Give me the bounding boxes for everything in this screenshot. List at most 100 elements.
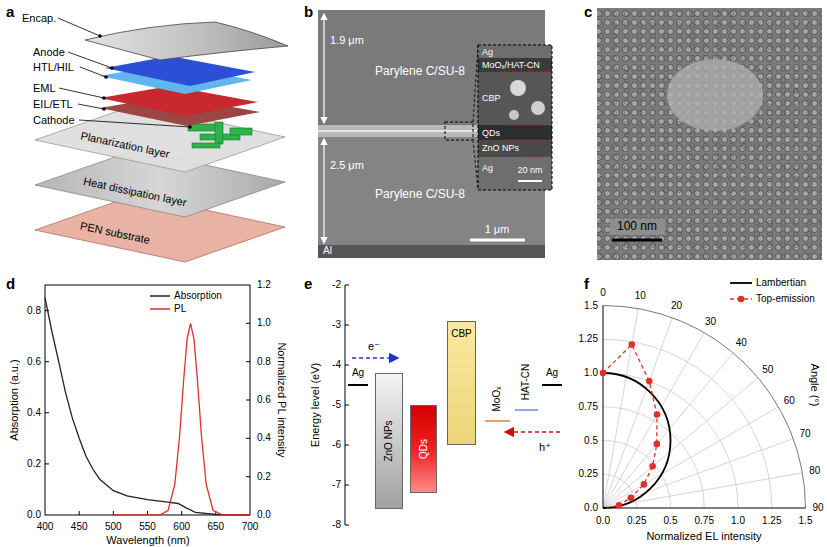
layer-stack: [35, 18, 288, 262]
circle-shape: [509, 110, 519, 120]
leader-lines: [58, 18, 190, 127]
scale-bar: [518, 180, 542, 182]
circle-shape: [641, 481, 648, 488]
level-label: MoOₓ: [491, 387, 503, 412]
rect-shape: [230, 128, 252, 135]
dimension-label: 2.5 μm: [330, 159, 364, 172]
circle-shape: [104, 75, 108, 79]
inset-layer-label: Ag: [482, 163, 493, 173]
node-text: CBP: [451, 328, 472, 340]
tick-label: 0.25: [579, 469, 598, 481]
circle-shape: [102, 96, 106, 100]
legend-dot-sample: [738, 296, 745, 303]
tick-label: 400: [37, 521, 54, 533]
node-text: QDs: [418, 439, 430, 459]
tick-label: -7: [332, 479, 341, 491]
circle-shape: [628, 495, 635, 502]
energy-level-box: QDs: [410, 405, 437, 493]
line-shape: [500, 72, 552, 73]
circle-shape: [110, 66, 114, 70]
dimension-arrow: [323, 14, 324, 123]
tick-label: 600: [173, 521, 190, 533]
line-shape: [345, 525, 349, 526]
spectrum-chart: [45, 285, 250, 515]
line-shape: [181, 511, 182, 515]
legend-text: Absorption: [174, 290, 222, 302]
tick-label: 0.25: [627, 515, 646, 527]
g-shape: [345, 285, 349, 525]
rect-shape: [478, 125, 552, 140]
inset-layer-label: MoOₓ/HAT-CN: [482, 60, 540, 70]
line-shape: [603, 353, 733, 508]
angle-label: 20: [671, 300, 682, 312]
line-shape: [603, 333, 704, 508]
rect-shape: [318, 245, 545, 258]
rect-shape: [188, 124, 218, 131]
rect-shape: [478, 72, 552, 125]
ag-level: [542, 384, 562, 386]
level-label: Ag: [352, 367, 364, 379]
ellipse-shape: [667, 59, 763, 131]
layer-label: EIL/ETL: [33, 98, 73, 111]
absorption-curve: [45, 298, 250, 515]
panel-letter: d: [6, 275, 15, 292]
line-shape: [525, 157, 552, 158]
rect-shape: [45, 285, 250, 515]
encapsulation-film: [85, 22, 288, 60]
tick-label: -5: [332, 399, 341, 411]
pl-curve: [113, 323, 250, 515]
line-shape: [246, 361, 250, 362]
legend-text: PL: [174, 303, 186, 315]
g-shape: [45, 311, 250, 515]
tick-label: -3: [332, 319, 341, 331]
panel-letter: a: [6, 3, 14, 20]
line-shape: [603, 473, 802, 508]
line-shape: [505, 125, 552, 126]
tick-label: 0.5: [584, 435, 598, 447]
tick-label: 0.2: [27, 458, 41, 470]
moox-level: [485, 420, 510, 422]
rect-shape: [478, 140, 552, 157]
legend-text: Top-emission: [756, 293, 815, 305]
tick-label: -4: [332, 359, 341, 371]
panel-letter: c: [584, 3, 592, 20]
tick-label: 0.4: [257, 433, 271, 445]
rect-shape: [478, 45, 552, 58]
legend-line-sample: [150, 295, 170, 297]
scale-label: 1 μm: [485, 223, 510, 236]
anode-layer: [105, 56, 255, 86]
line-shape: [345, 325, 349, 326]
g-shape: [603, 309, 802, 508]
circle-shape: [654, 441, 661, 448]
angle-label: 30: [705, 316, 716, 328]
axis-title: Wavelength (nm): [106, 534, 189, 547]
line-shape: [246, 323, 250, 324]
tick-label: 0.6: [257, 394, 271, 406]
rect-shape: [478, 58, 552, 72]
axis-title: Absorption (a.u.): [8, 359, 21, 440]
level-label: HAT-CN: [520, 364, 532, 400]
tick-label: 1.25: [762, 515, 781, 527]
tick-label: 650: [207, 521, 224, 533]
tick-label: 0.0: [596, 515, 610, 527]
tick-label: 1.0: [731, 515, 745, 527]
line-shape: [246, 476, 250, 477]
line-shape: [345, 485, 349, 486]
tick-label: 450: [71, 521, 88, 533]
layer-label: Anode: [33, 46, 65, 59]
scale-label: 20 nm: [517, 165, 542, 175]
tick-label: 0.8: [27, 305, 41, 317]
circle-shape: [98, 34, 102, 38]
layer-label: EML: [33, 82, 56, 95]
tick-label: 0.0: [257, 509, 271, 521]
line-shape: [68, 52, 112, 68]
axis-title: Angle (°): [809, 364, 822, 407]
axis-title: Energy level (eV): [309, 363, 322, 447]
inset-layer-label: Ag: [482, 47, 493, 57]
polar-plot: [600, 306, 806, 509]
tick-label: 0.2: [257, 471, 271, 483]
panel-letter: e: [304, 275, 312, 292]
tick-label: -2: [332, 279, 341, 291]
line-shape: [505, 140, 552, 141]
rect-shape: [192, 143, 220, 148]
